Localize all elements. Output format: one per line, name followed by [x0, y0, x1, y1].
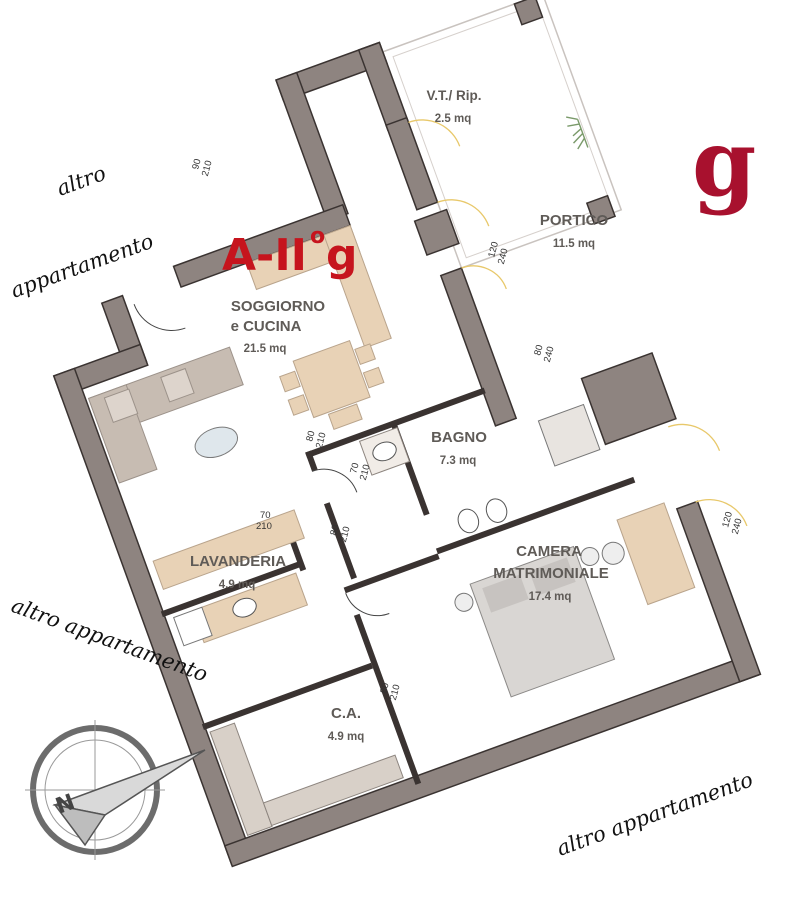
door-bagno-dim: 70 210	[348, 462, 373, 482]
bed	[454, 545, 616, 698]
door-arcs	[408, 119, 748, 527]
brand-logo: g	[692, 109, 756, 217]
svg-text:240: 240	[730, 517, 745, 535]
kitchen-counter	[152, 224, 392, 644]
room-bagno-name: BAGNO	[431, 429, 487, 446]
room-ca: C.A. 4.9 mq	[328, 705, 364, 743]
room-bagno-area: 7.3 mq	[440, 455, 476, 467]
door-dimensions: 90 210 80 210 70 210 70 210 80 210 80 21…	[190, 158, 745, 702]
door-entrance-dim: 90 210	[190, 158, 215, 178]
room-soggiorno: SOGGIORNO e CUCINA 21.5 mq	[231, 298, 326, 355]
svg-text:210: 210	[358, 463, 373, 481]
room-lavanderia-name: LAVANDERIA	[190, 553, 286, 570]
unit-title-code: A-II	[222, 230, 307, 281]
room-portico-area: 11.5 mq	[553, 238, 595, 250]
room-soggiorno-area: 21.5 mq	[244, 343, 287, 355]
svg-text:210: 210	[338, 525, 353, 543]
room-vt-area: 2.5 mq	[435, 113, 471, 125]
door-ca-dim: 80 210	[378, 682, 403, 702]
unit-title-suffix: g	[326, 230, 358, 281]
room-lavanderia: LAVANDERIA 4.9 mq	[190, 553, 286, 591]
svg-text:90: 90	[190, 158, 203, 171]
room-camera: CAMERA MATRIMONIALE 17.4 mq	[493, 543, 609, 603]
room-ca-area: 4.9 mq	[328, 731, 364, 743]
room-bagno: BAGNO 7.3 mq	[431, 429, 487, 467]
door-portico2-dim: 80 240	[532, 344, 557, 364]
room-soggiorno-name-2: e CUCINA	[231, 318, 302, 335]
door-portico1-dim: 120 240	[486, 241, 511, 266]
svg-text:80: 80	[328, 524, 341, 537]
plan-rotated-group	[52, 0, 762, 868]
interior-walls	[160, 387, 636, 785]
room-portico-name: PORTICO	[540, 212, 609, 229]
door-disimpegno-dim: 80 210	[304, 430, 329, 450]
vt-room-walls	[275, 41, 410, 223]
svg-text:240: 240	[542, 345, 557, 363]
bathroom-fixtures	[358, 403, 601, 534]
svg-text:210: 210	[388, 683, 403, 701]
door-lavanderia-dim: 70 210	[256, 510, 272, 532]
portico-area	[381, 0, 623, 269]
svg-text:80: 80	[304, 430, 317, 443]
interior-door-arcs	[133, 303, 390, 617]
svg-text:210: 210	[314, 431, 329, 449]
room-labels: SOGGIORNO e CUCINA 21.5 mq BAGNO 7.3 mq …	[190, 88, 609, 743]
neighbor-bottom-right: altro appartamento	[554, 767, 757, 860]
neighbor-top-left-1: altro	[54, 161, 110, 201]
door-camera-window-dim: 120 240	[720, 511, 745, 536]
plant-icon	[566, 116, 589, 150]
svg-text:240: 240	[496, 247, 511, 265]
unit-title-superscript: o	[310, 224, 325, 249]
desk	[601, 502, 696, 606]
coffee-table	[194, 426, 239, 459]
room-portico: PORTICO 11.5 mq	[540, 212, 609, 250]
svg-text:210: 210	[256, 521, 272, 532]
room-lavanderia-area: 4.9 mq	[219, 579, 255, 591]
room-vt-name: V.T./ Rip.	[426, 88, 481, 103]
unit-title: A-II o g	[222, 224, 358, 281]
svg-text:80: 80	[532, 344, 545, 357]
svg-text:70: 70	[260, 510, 271, 521]
outer-walls	[52, 116, 762, 868]
svg-text:80: 80	[378, 682, 391, 695]
room-ca-name: C.A.	[331, 705, 361, 722]
svg-text:120: 120	[486, 241, 501, 259]
sofa	[87, 346, 244, 484]
svg-text:70: 70	[348, 462, 361, 475]
room-camera-name-2: MATRIMONIALE	[493, 565, 609, 582]
svg-text:120: 120	[720, 511, 735, 529]
compass-north-icon: N	[25, 720, 206, 860]
dining-table	[279, 340, 385, 430]
room-vt: V.T./ Rip. 2.5 mq	[426, 88, 481, 125]
svg-text:210: 210	[200, 159, 215, 177]
wardrobe	[209, 722, 404, 837]
room-camera-area: 17.4 mq	[529, 591, 572, 603]
room-soggiorno-name: SOGGIORNO	[231, 298, 326, 315]
door-lavanderia2-dim: 80 210	[328, 524, 353, 544]
room-camera-name: CAMERA	[516, 543, 582, 560]
laundry-fixtures	[173, 597, 257, 647]
